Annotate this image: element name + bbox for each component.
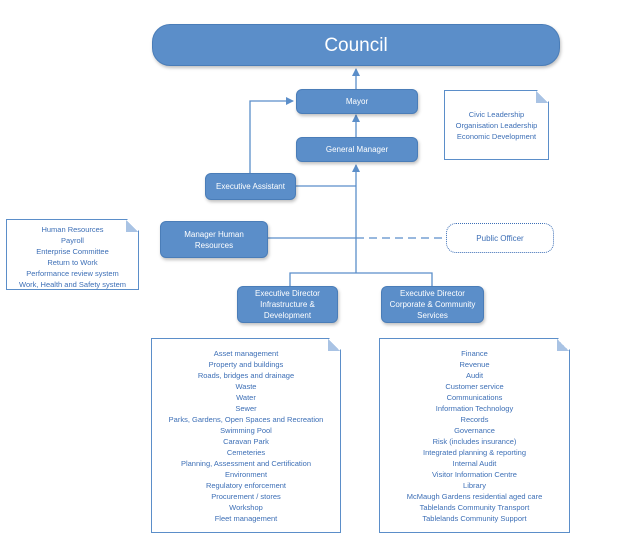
infrastructure-item: Environment: [224, 470, 268, 479]
council-label: Council: [324, 34, 388, 56]
general-manager-box: General Manager: [296, 137, 418, 162]
corporate-item: Library: [463, 481, 486, 490]
corporate-item: Finance: [461, 349, 488, 358]
infrastructure-item: Workshop: [229, 503, 263, 512]
infrastructure-item: Swimming Pool: [220, 426, 272, 435]
hr-note: Human Resources Payroll Enterprise Commi…: [6, 219, 139, 290]
corporate-item: Communications: [446, 393, 503, 402]
mayor-note: Civic Leadership Organisation Leadership…: [444, 90, 549, 160]
corporate-item: Tablelands Community Support: [422, 514, 527, 523]
corporate-item: Risk (includes insurance): [432, 437, 517, 446]
corporate-item: McMaugh Gardens residential aged care: [406, 492, 543, 501]
arrow-ea-to-mayor: [249, 97, 294, 173]
manager-hr-box: Manager Human Resources: [160, 221, 268, 258]
corporate-item: Governance: [454, 426, 495, 435]
infrastructure-item: Waste: [235, 382, 257, 391]
council-box: Council: [152, 24, 560, 66]
corporate-item: Tablelands Community Transport: [419, 503, 530, 512]
manager-hr-label: Manager Human Resources: [184, 229, 244, 250]
exec-infrastructure-box: Executive Director Infrastructure & Deve…: [237, 286, 338, 323]
corporate-item: Audit: [465, 371, 484, 380]
corporate-item: Revenue: [459, 360, 490, 369]
hr-note-line: Payroll: [61, 236, 84, 245]
infrastructure-item: Asset management: [213, 349, 279, 358]
infrastructure-item: Procurement / stores: [211, 492, 281, 501]
mayor-box: Mayor: [296, 89, 418, 114]
public-officer-box: Public Officer: [446, 223, 554, 253]
hr-note-line: Work, Health and Safety system: [19, 280, 126, 289]
corporate-item: Integrated planning & reporting: [423, 448, 526, 457]
infrastructure-item: Fleet management: [214, 514, 278, 523]
mayor-note-line: Economic Development: [456, 132, 537, 141]
infrastructure-item: Sewer: [235, 404, 257, 413]
mayor-label: Mayor: [345, 97, 369, 106]
infrastructure-list: Asset management Property and buildings …: [151, 338, 341, 533]
executive-assistant-label: Executive Assistant: [216, 182, 285, 191]
infrastructure-item: Water: [236, 393, 256, 402]
corporate-item: Customer service: [445, 382, 504, 391]
hr-note-line: Human Resources: [41, 225, 104, 234]
hr-note-line: Performance review system: [26, 269, 119, 278]
corporate-item: Information Technology: [435, 404, 514, 413]
corporate-item: Records: [460, 415, 489, 424]
infrastructure-item: Planning, Assessment and Certification: [180, 459, 312, 468]
infrastructure-item: Property and buildings: [208, 360, 284, 369]
infrastructure-item: Roads, bridges and drainage: [197, 371, 295, 380]
infrastructure-item: Parks, Gardens, Open Spaces and Recreati…: [168, 415, 324, 424]
infrastructure-item: Caravan Park: [223, 437, 269, 446]
exec-corporate-box: Executive Director Corporate & Community…: [381, 286, 484, 323]
corporate-item: Internal Audit: [452, 459, 497, 468]
public-officer-label: Public Officer: [476, 233, 524, 243]
hr-note-line: Enterprise Committee: [36, 247, 109, 256]
mayor-note-line: Organisation Leadership: [455, 121, 538, 130]
exec-infrastructure-label: Executive Director Infrastructure & Deve…: [255, 289, 320, 320]
exec-connector: [289, 272, 433, 286]
infrastructure-item: Regulatory enforcement: [205, 481, 287, 490]
infrastructure-item: Cemeteries: [226, 448, 266, 457]
general-manager-label: General Manager: [325, 145, 389, 154]
corporate-item: Visitor Information Centre: [432, 470, 517, 479]
mayor-note-line: Civic Leadership: [468, 110, 525, 119]
exec-corporate-label: Executive Director Corporate & Community…: [389, 289, 476, 320]
corporate-list: Finance Revenue Audit Customer service C…: [379, 338, 570, 533]
hr-note-line: Return to Work: [47, 258, 98, 267]
executive-assistant-box: Executive Assistant: [205, 173, 296, 200]
